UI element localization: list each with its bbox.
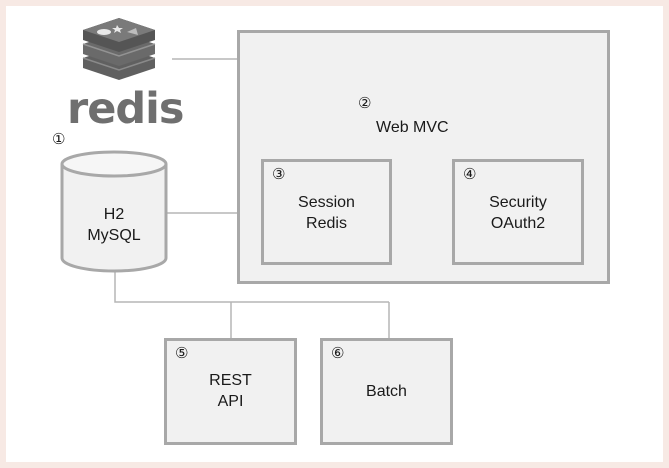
rest-api-number: ⑤ (175, 344, 189, 362)
session-number: ③ (272, 165, 286, 183)
batch-label: Batch (366, 383, 407, 400)
session-label: Session Redis (298, 194, 355, 232)
security-number: ④ (463, 165, 477, 183)
web-mvc-label: Web MVC (376, 119, 449, 136)
database-cylinder-icon (60, 150, 168, 273)
session-redis-box (261, 159, 392, 265)
database-number: ① (52, 130, 66, 148)
db-to-bottom-connector (114, 270, 389, 303)
rest-api-label: REST API (209, 372, 252, 410)
security-label: Security OAuth2 (489, 194, 547, 232)
redis-cube-stack-icon (82, 18, 156, 80)
rest-api-box (164, 338, 297, 445)
batch-number: ⑥ (331, 344, 345, 362)
security-oauth2-box (452, 159, 584, 265)
web-mvc-number: ② (358, 94, 372, 112)
database-label: H2 MySQL (87, 206, 141, 244)
batch-box (320, 338, 453, 445)
redis-wordmark: redis (67, 84, 184, 134)
